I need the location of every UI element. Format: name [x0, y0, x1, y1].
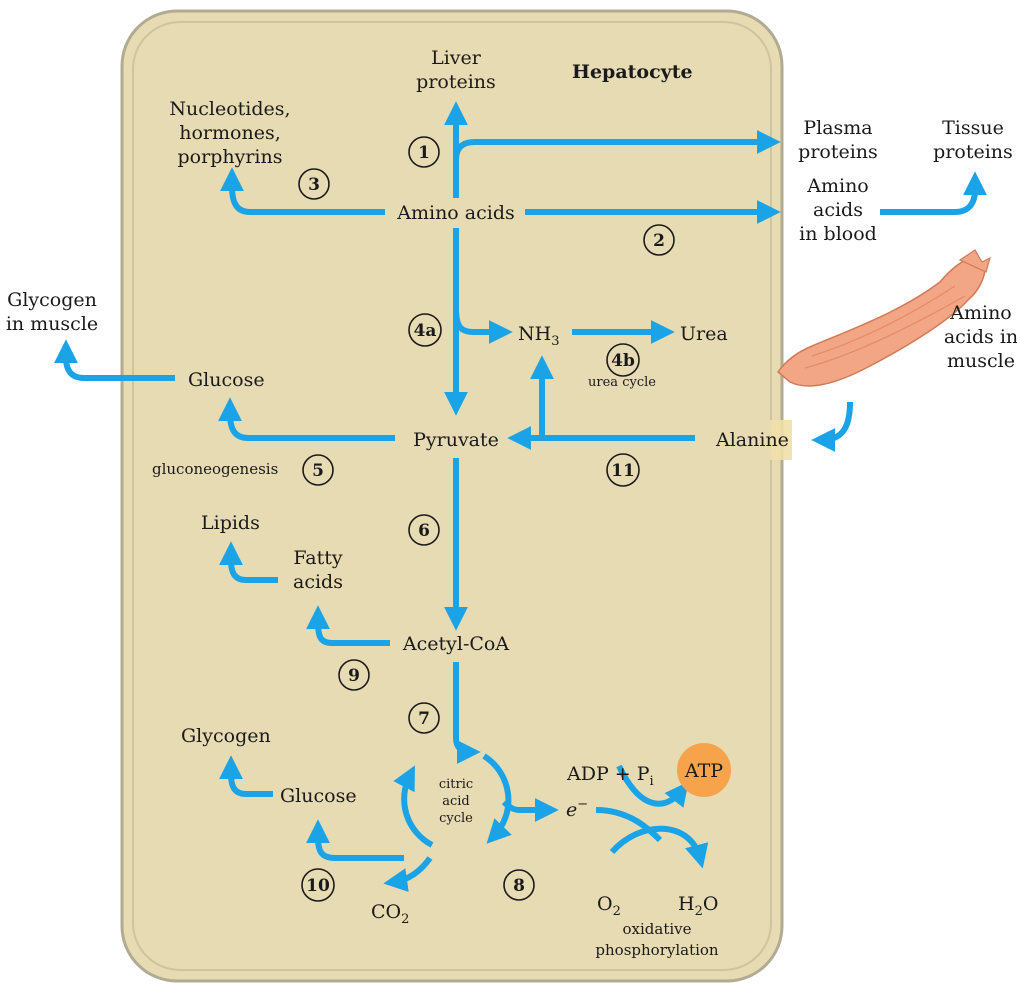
- arrow-pyruvate-to-glucose: [218, 397, 395, 441]
- acetyl-coa-label: Acetyl-CoA: [402, 633, 509, 655]
- urea-label: Urea: [680, 323, 728, 345]
- citric-cycle-label-2: acid: [442, 794, 470, 809]
- h2o-label: H2O: [678, 893, 718, 919]
- step-6-marker: 6: [408, 514, 440, 546]
- step-9-marker: 9: [338, 659, 370, 691]
- arrow-to-tissue-proteins: [880, 171, 987, 215]
- arrow-to-fatty-acids: [306, 605, 390, 646]
- arrow-to-citric-cycle: [453, 662, 481, 764]
- glycogen-bottom-label: Glycogen: [181, 725, 271, 747]
- pyruvate-label: Pyruvate: [413, 429, 499, 451]
- arrow-electron-to-h2o: [595, 807, 663, 843]
- fatty-acids-label-1: Fatty: [293, 547, 342, 569]
- co2-label: CO2: [371, 901, 409, 927]
- atp-label: ATP: [684, 760, 723, 782]
- arrow-to-co2: [383, 856, 433, 893]
- oxphos-label-1: oxidative: [622, 920, 691, 938]
- svg-text:6: 6: [418, 521, 430, 541]
- svg-text:5: 5: [312, 461, 324, 481]
- nucleotides-label-1: Nucleotides,: [169, 98, 290, 120]
- nucleotides-label-3: porphyrins: [178, 146, 283, 168]
- step-5-marker: 5: [302, 454, 334, 486]
- gluconeogenesis-label: gluconeogenesis: [152, 460, 278, 478]
- step-4a-marker: 4a: [408, 313, 442, 347]
- amino-acids-blood-label-1: Amino: [806, 175, 869, 197]
- step-10-marker: 10: [301, 868, 335, 902]
- step-3-marker: 3: [298, 168, 330, 200]
- alanine-membrane-channel: [770, 420, 792, 460]
- amino-acids-muscle-label-3: muscle: [947, 350, 1015, 372]
- glucose-top-label: Glucose: [188, 369, 265, 391]
- amino-acids-muscle-label-2: acids in: [944, 326, 1017, 348]
- arrow-muscle-to-alanine: [811, 401, 853, 452]
- plasma-proteins-label-1: Plasma: [803, 117, 872, 139]
- svg-text:7: 7: [418, 709, 430, 729]
- arrow-to-nh3: [453, 307, 513, 344]
- svg-text:4a: 4a: [414, 321, 437, 341]
- citric-cycle-label-1: citric: [439, 777, 473, 792]
- electron-label: e−: [566, 797, 588, 821]
- svg-text:8: 8: [513, 876, 525, 896]
- nucleotides-label-2: hormones,: [179, 122, 281, 144]
- atp-circle: [677, 743, 731, 797]
- hepatocyte-outer-border: [120, 9, 784, 983]
- liver-proteins-label-2: proteins: [416, 71, 496, 93]
- alanine-label: Alanine: [715, 429, 789, 451]
- arrow-to-nucleotides: [220, 167, 385, 215]
- arrow-cycle-to-glucose: [306, 819, 404, 861]
- arrow-to-plasma-proteins: [453, 130, 781, 161]
- citric-cycle-arc-left: [393, 765, 434, 848]
- svg-text:4b: 4b: [611, 351, 635, 371]
- muscle-illustration: [776, 249, 991, 387]
- plasma-proteins-label-2: proteins: [798, 141, 878, 163]
- svg-text:2: 2: [653, 231, 665, 251]
- step-11-marker: 11: [606, 453, 640, 487]
- svg-text:3: 3: [308, 175, 320, 195]
- nh3-label: NH3: [518, 323, 559, 349]
- tissue-proteins-label-2: proteins: [933, 141, 1013, 163]
- svg-text:1: 1: [418, 143, 430, 163]
- lipids-label: Lipids: [201, 512, 260, 534]
- arrow-adp-to-atp: [616, 764, 689, 808]
- arrow-to-glycogen-muscle: [54, 339, 175, 381]
- step-1-marker: 1: [408, 136, 440, 168]
- svg-text:9: 9: [348, 666, 360, 686]
- fatty-acids-label-2: acids: [293, 571, 343, 593]
- liver-proteins-label: Liver: [431, 47, 482, 69]
- citric-cycle-arc-right: [482, 753, 512, 844]
- amino-acids-blood-label-3: in blood: [799, 223, 877, 245]
- urea-cycle-label: urea cycle: [588, 375, 656, 390]
- amino-acids-label: Amino acids: [396, 202, 515, 224]
- adp-label: ADP + Pi: [566, 763, 654, 789]
- amino-acids-blood-label-2: acids: [813, 199, 863, 221]
- citric-cycle-label-3: cycle: [439, 811, 473, 826]
- glucose-bottom-label: Glucose: [280, 785, 357, 807]
- arrow-to-lipids: [219, 541, 278, 583]
- arrow-o2-to-h2o: [609, 825, 709, 869]
- amino-acids-muscle-label-1: Amino: [949, 302, 1012, 324]
- o2-label: O2: [597, 893, 621, 919]
- tissue-proteins-label-1: Tissue: [942, 117, 1004, 139]
- glycogen-muscle-label-1: Glycogen: [7, 289, 97, 311]
- svg-text:11: 11: [611, 461, 635, 481]
- glycogen-muscle-label-2: in muscle: [6, 313, 98, 335]
- hepatocyte-title: Hepatocyte: [572, 61, 693, 83]
- hepatocyte-inner-border: [132, 21, 772, 971]
- svg-text:10: 10: [306, 876, 330, 896]
- step-4b-marker: 4b: [606, 343, 640, 377]
- oxphos-label-2: phosphorylation: [595, 941, 719, 959]
- step-2-marker: 2: [643, 224, 675, 256]
- arrow-to-electron: [501, 798, 559, 822]
- step-7-marker: 7: [408, 702, 440, 734]
- step-8-marker: 8: [503, 869, 535, 901]
- arrow-to-glycogen: [219, 755, 273, 797]
